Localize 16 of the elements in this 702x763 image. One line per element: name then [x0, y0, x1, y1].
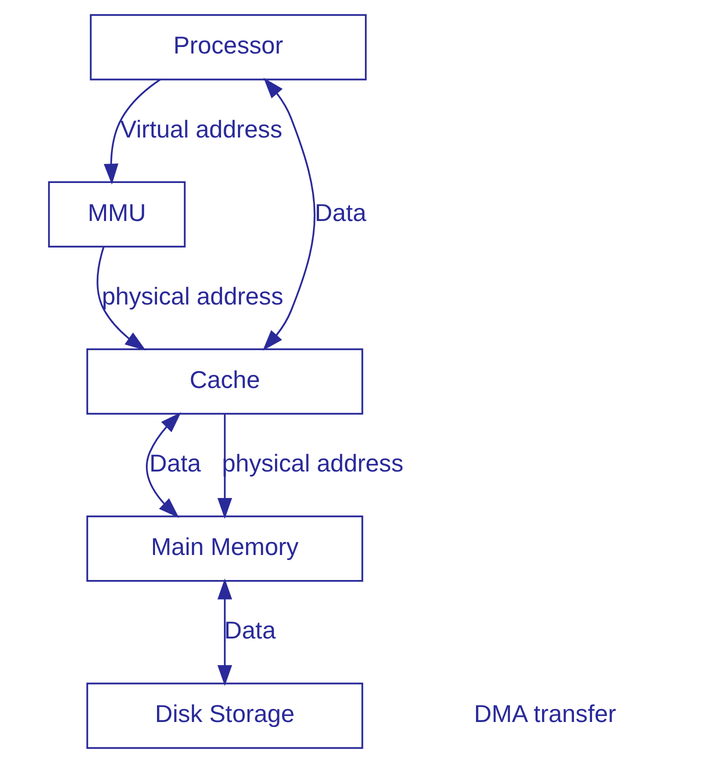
edge-label: Data [314, 200, 366, 227]
node-box: Cache [86, 348, 364, 415]
arrow [217, 578, 232, 686]
node-box: MMU [48, 181, 186, 248]
edge-label: Data [224, 618, 276, 645]
node-box: Main Memory [86, 516, 364, 582]
edge-label: Data [149, 450, 201, 478]
label: DMA transfer [474, 701, 616, 728]
arrow [104, 78, 161, 185]
edge-label: Virtual address [120, 116, 282, 144]
node-box: Processor [90, 14, 367, 80]
edge-label: physical address [102, 283, 284, 310]
arrow [262, 78, 316, 351]
arrow [146, 412, 182, 518]
arrow [96, 246, 146, 351]
node-box: Disk Storage [86, 682, 364, 749]
